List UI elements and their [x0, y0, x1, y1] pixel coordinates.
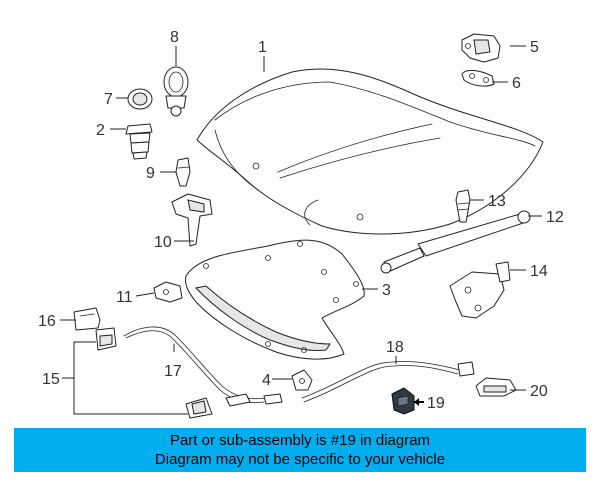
- callout-8: 8: [170, 29, 179, 46]
- part-3-hood-insulator[interactable]: [185, 239, 365, 360]
- callout-19: 19: [427, 395, 445, 412]
- callout-10: 10: [154, 234, 172, 251]
- callout-17: 17: [164, 363, 182, 380]
- part-8-emblem[interactable]: [163, 66, 189, 117]
- part-1-hood[interactable]: [196, 68, 544, 235]
- part-12-gas-strut[interactable]: [380, 210, 531, 274]
- part-10-latch-bracket[interactable]: [171, 193, 213, 247]
- callout-20: 20: [530, 383, 548, 400]
- part-19-highlighted[interactable]: [391, 387, 415, 415]
- part-16-clip-bracket[interactable]: [73, 307, 101, 331]
- part-15-cable-assembly[interactable]: [95, 327, 213, 419]
- part-2-bumper-stop[interactable]: [125, 123, 153, 160]
- callout-14: 14: [530, 263, 548, 280]
- callout-4: 4: [262, 372, 271, 389]
- callout-7: 7: [104, 91, 113, 108]
- part-13-bolt[interactable]: [455, 189, 471, 223]
- callout-18: 18: [386, 339, 404, 356]
- banner-line-disclaimer: Diagram may not be specific to your vehi…: [154, 451, 446, 468]
- callout-1: 1: [258, 39, 267, 56]
- callout-12: 12: [546, 209, 564, 226]
- part-17-release-cable[interactable]: [123, 326, 283, 407]
- part-11-latch[interactable]: [153, 281, 183, 303]
- callout-6: 6: [512, 75, 521, 92]
- callout-16: 16: [38, 313, 56, 330]
- info-banner: Part or sub-assembly is #19 in diagram D…: [14, 428, 586, 472]
- callout-15: 15: [42, 371, 60, 388]
- callout-2: 2: [96, 122, 105, 139]
- parts-diagram: 1 2 3 4 5 6 7 8 9 10 11 12 13 14 15 16 1…: [38, 29, 564, 419]
- callouts: 1 2 3 4 5 6 7 8 9 10 11 12 13 14 15 16 1…: [38, 29, 564, 412]
- part-6-hinge-bracket[interactable]: [461, 69, 495, 87]
- callout-5: 5: [530, 39, 539, 56]
- callout-3: 3: [382, 282, 391, 299]
- part-9-pin[interactable]: [175, 157, 191, 187]
- part-4-clip[interactable]: [291, 369, 313, 391]
- callout-13: 13: [488, 193, 506, 210]
- part-14-hinge-lower[interactable]: [449, 261, 511, 319]
- callout-11: 11: [116, 289, 133, 306]
- part-18-cable[interactable]: [301, 361, 475, 403]
- part-5-hood-hinge[interactable]: [461, 33, 501, 63]
- part-7-cap[interactable]: [127, 88, 153, 110]
- leader-lines: [60, 45, 542, 415]
- callout-9: 9: [146, 165, 155, 182]
- banner-line-part: Part or sub-assembly is #19 in diagram: [169, 432, 431, 449]
- part-20-release-handle[interactable]: [475, 377, 517, 397]
